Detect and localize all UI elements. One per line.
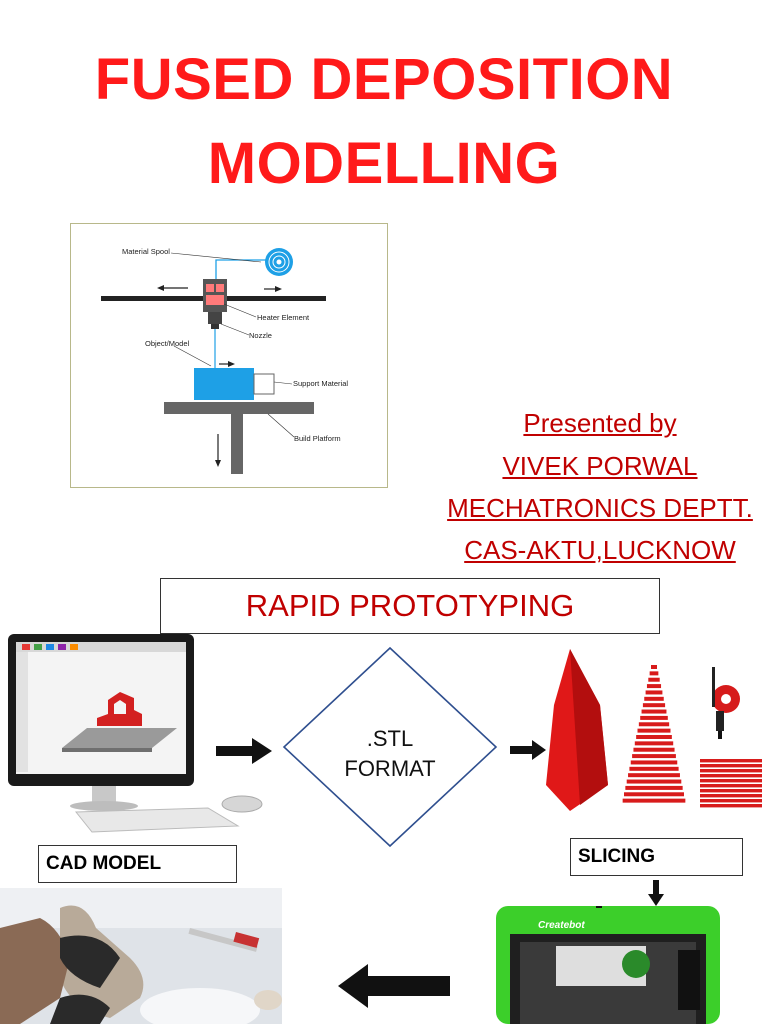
keyboard-icon [74, 807, 240, 833]
printed-part-photo [0, 888, 282, 1024]
slice-layer [636, 735, 672, 739]
arrow-right-icon [216, 738, 272, 764]
label-nozzle: Nozzle [249, 331, 272, 340]
slice-layer [700, 759, 762, 763]
extruder-head-icon [203, 279, 227, 329]
support-material [253, 373, 275, 395]
title-line-1: FUSED DEPOSITION [94, 47, 674, 112]
slice-layer [700, 804, 762, 808]
cad-model-label: CAD MODEL [38, 845, 237, 883]
3d-printer-icon: Createbot [496, 906, 720, 1024]
slice-layer [632, 754, 676, 759]
slice-layer [651, 665, 657, 669]
label-material-spool: Material Spool [122, 247, 170, 256]
arrow-down-icon [648, 880, 664, 906]
arrow-left-icon [338, 964, 450, 1008]
arrow-right-icon [510, 740, 546, 760]
sliced-model [622, 665, 686, 803]
presenter-institution: CAS-AKTU,LUCKNOW [464, 535, 736, 565]
slice-layer [642, 703, 666, 708]
slice-layer [624, 792, 684, 797]
stl-label: .STL [366, 726, 414, 751]
slice-layer [633, 747, 675, 752]
slice-layer [700, 784, 762, 788]
red-solid-model [546, 649, 608, 811]
title-line-2: MODELLING [207, 131, 561, 196]
material-spool-icon [265, 248, 293, 276]
slice-layer [700, 764, 762, 768]
page-title: FUSED DEPOSITION MODELLING [0, 38, 768, 206]
print-head-icon [712, 667, 740, 739]
slice-layer [700, 774, 762, 778]
label-object-model: Object/Model [145, 339, 190, 348]
presenter-department: MECHATRONICS DEPTT. [447, 493, 753, 523]
computer-cad-icon [8, 634, 263, 833]
slice-layer [645, 690, 663, 695]
presented-by: Presented by [523, 408, 677, 438]
slice-layer [638, 722, 670, 727]
slice-layer [625, 785, 683, 790]
partial-sliced-model [700, 759, 762, 808]
slice-layer [637, 728, 671, 733]
stl-format-label: FORMAT [344, 756, 436, 781]
slice-layer [628, 773, 680, 778]
fdm-diagram: Material Spool Heater Element Nozzle Obj… [70, 223, 388, 488]
slice-layer [700, 769, 762, 773]
slice-layer [622, 798, 686, 803]
slice-layer [629, 766, 679, 771]
slicing-illustration [546, 649, 762, 811]
label-support-material: Support Material [293, 379, 348, 388]
slice-layer [700, 799, 762, 803]
label-build-platform: Build Platform [294, 434, 341, 443]
slice-layer [700, 789, 762, 793]
mouse-icon [221, 795, 263, 813]
slice-layer [649, 671, 659, 676]
slice-layer [634, 741, 674, 746]
label-heater-element: Heater Element [257, 313, 310, 322]
slicing-label: SLICING [570, 838, 743, 876]
printer-brand: Createbot [538, 920, 585, 931]
slice-layer [700, 779, 762, 783]
slice-layer [640, 715, 668, 720]
slice-layer [648, 677, 660, 682]
slice-layer [700, 794, 762, 798]
slice-layer [630, 760, 678, 765]
slice-layer [644, 696, 664, 701]
stl-format-diamond [282, 646, 498, 848]
slice-layer [641, 709, 667, 714]
slice-layer [646, 684, 662, 689]
build-platform [164, 402, 314, 414]
slice-layer [626, 779, 682, 784]
presenter-name: VIVEK PORWAL [502, 451, 698, 481]
rapid-prototyping-heading: RAPID PROTOTYPING [160, 578, 660, 634]
